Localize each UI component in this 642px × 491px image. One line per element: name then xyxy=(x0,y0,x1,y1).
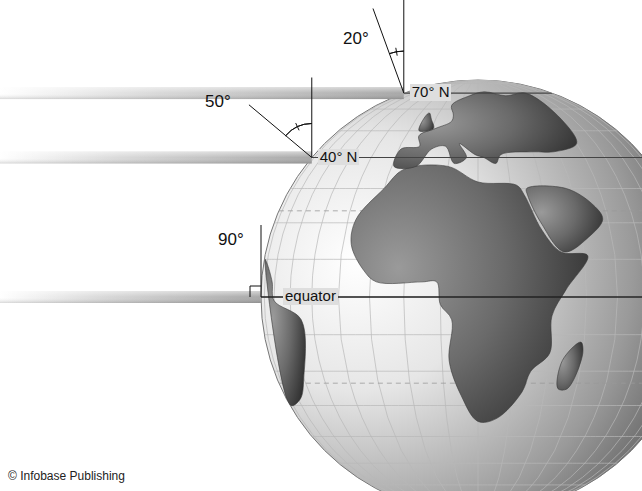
graticule xyxy=(261,80,642,491)
angle-tick xyxy=(396,48,397,56)
vertical-line xyxy=(311,78,312,158)
land-mass xyxy=(557,342,583,390)
land-mass xyxy=(419,113,434,132)
copyright-note: © Infobase Publishing xyxy=(8,470,125,483)
land-mass xyxy=(526,186,603,252)
latitude-label: 70° N xyxy=(410,84,452,101)
angle-tick xyxy=(296,123,299,130)
sun-ray xyxy=(0,87,404,99)
latitude-label: 40° N xyxy=(318,149,360,166)
right-angle-mark xyxy=(250,286,261,297)
sun-ray-shade xyxy=(0,291,261,303)
sun-ray-shade xyxy=(0,152,312,164)
parallel-line xyxy=(312,157,642,158)
vertical-line xyxy=(403,0,404,93)
sun-ray xyxy=(0,291,261,303)
land-mass xyxy=(265,259,306,405)
angle-label: 90° xyxy=(218,231,244,250)
globe-disc xyxy=(261,80,642,491)
sun-ray-shade xyxy=(0,87,404,99)
angle-line xyxy=(373,9,404,94)
angle-line xyxy=(249,105,312,158)
latitude-label: equator xyxy=(283,288,338,305)
sun-ray xyxy=(0,152,312,164)
angle-label: 20° xyxy=(343,30,369,49)
angle-arc xyxy=(286,124,312,136)
angle-label: 50° xyxy=(205,93,231,112)
